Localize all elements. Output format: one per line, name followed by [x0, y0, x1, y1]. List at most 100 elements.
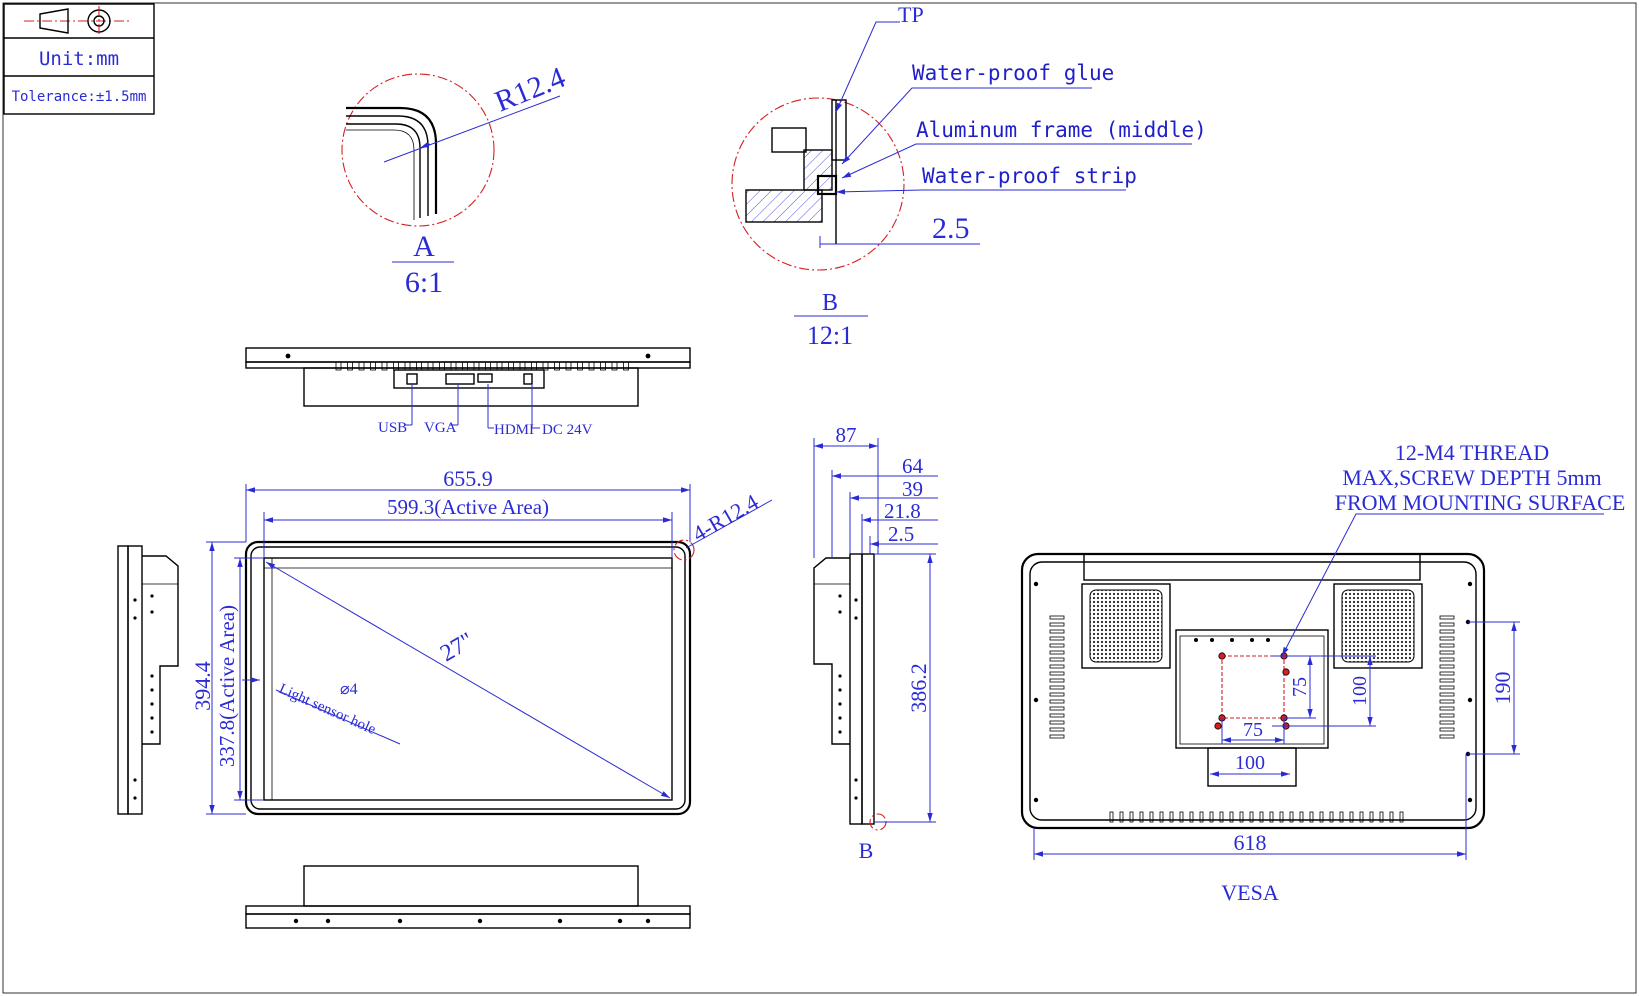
vent-slot: [1269, 811, 1274, 823]
front-corner-radius: 4-R12.4: [688, 489, 762, 546]
detail-b-glue-label: Water-proof glue: [912, 61, 1114, 85]
vesa-75-h: 75: [1243, 719, 1263, 741]
vesa-75-v: 75: [1289, 677, 1311, 697]
port-dot: [1230, 638, 1234, 642]
vent-slot: [1049, 671, 1065, 676]
vent-slot: [1439, 706, 1455, 711]
screw-dot: [645, 918, 651, 924]
screw-dot: [133, 598, 137, 602]
screw-dot: [854, 778, 858, 782]
screw-dot: [133, 616, 137, 620]
light-sensor-dia: ⌀4: [340, 681, 358, 698]
vent-slot: [1149, 811, 1154, 823]
mount-618: 618: [1234, 830, 1267, 855]
vent-slot: [1159, 811, 1164, 823]
vent-slot: [1439, 734, 1455, 739]
detail-a: R12.4 A 6:1: [341, 61, 570, 299]
vent-slot: [347, 361, 353, 371]
screw-dot: [150, 594, 154, 598]
vent-slot: [623, 361, 629, 371]
vent-slot: [358, 361, 365, 371]
detail-a-letter: A: [413, 230, 435, 263]
screw-dot: [838, 702, 842, 706]
front-height: 394.4: [190, 661, 215, 711]
vent-slot: [1439, 615, 1455, 620]
screw-dot: [838, 716, 842, 720]
front-diagonal: 27": [436, 628, 478, 667]
thread-note-2: MAX,SCREW DEPTH 5mm: [1342, 465, 1601, 490]
depth-87: 87: [836, 423, 857, 447]
vesa-hole: [1218, 652, 1226, 660]
port-dot: [1266, 638, 1270, 642]
tolerance-label: Tolerance:±1.5mm: [12, 89, 147, 105]
projection-symbol-icon: [24, 6, 130, 36]
vent-slot: [1399, 811, 1404, 823]
vent-slot: [1319, 811, 1324, 823]
bottom-view: [245, 865, 691, 929]
vent-slot: [1379, 811, 1384, 823]
vent-slot: [1229, 811, 1234, 823]
screw-dot: [397, 918, 403, 924]
vent-slot: [1049, 699, 1065, 704]
vent-slot: [1329, 811, 1334, 823]
vesa-caption: VESA: [1221, 880, 1279, 905]
front-view: 655.9 599.3(Active Area) 4-R12.4 27" 394…: [190, 466, 773, 816]
rear-view: 75 100 75 100 190 618 12-M4 THREAD MAX,S…: [1020, 440, 1626, 905]
vent-slot: [427, 361, 434, 371]
vent-slot: [1349, 811, 1354, 823]
screw-dot: [133, 778, 137, 782]
screw-dot: [617, 918, 623, 924]
vent-slot: [1049, 713, 1065, 718]
vent-slot: [1049, 615, 1065, 620]
port-usb-label: USB: [378, 420, 407, 436]
vent-slot: [1439, 685, 1455, 690]
vesa-hole: [1282, 668, 1290, 676]
vent-slot: [600, 361, 606, 371]
screw-dot: [150, 702, 154, 706]
detail-a-scale: 6:1: [405, 266, 443, 299]
vent-slot: [1049, 629, 1065, 634]
vent-slot: [1439, 643, 1455, 648]
vent-slot: [1279, 811, 1284, 823]
vent-slot: [473, 361, 480, 371]
vent-slot: [1209, 811, 1214, 823]
vent-slot: [1049, 720, 1065, 725]
vent-slot: [1129, 811, 1134, 823]
left-side-view: [117, 545, 179, 815]
vent-slot: [1439, 727, 1455, 732]
thread-note-1: 12-M4 THREAD: [1395, 440, 1549, 465]
vent-slot: [462, 361, 468, 371]
vent-slot: [1049, 727, 1065, 732]
depth-64: 64: [902, 454, 924, 478]
vent-slot: [416, 361, 422, 371]
vesa-hole: [1214, 722, 1222, 730]
vent-slot: [335, 361, 342, 371]
right-side-view: B 87 64 39 21.8 2.5 386.2: [813, 423, 938, 863]
vent-slot: [1049, 734, 1065, 739]
screw-dot: [150, 610, 154, 614]
port-dot: [1194, 638, 1198, 642]
vent-slot: [1389, 811, 1394, 823]
detail-b-letter: B: [822, 290, 838, 316]
depth-21-8: 21.8: [884, 499, 921, 523]
detail-b-scale: 12:1: [807, 321, 853, 350]
detail-b: 2.5 TP Water-proof glue Aluminum frame (…: [731, 2, 1207, 350]
vent-slot: [1359, 811, 1364, 823]
vesa-100-h: 100: [1235, 752, 1265, 774]
detail-a-radius: R12.4: [490, 61, 570, 119]
thread-note-3: FROM MOUNTING SURFACE: [1335, 490, 1626, 515]
vesa-100-v: 100: [1349, 676, 1371, 706]
depth-39: 39: [902, 477, 923, 501]
vent-slot: [1109, 811, 1114, 823]
unit-label: Unit:mm: [39, 48, 119, 70]
vent-slot: [1309, 811, 1314, 823]
vent-slot: [565, 361, 572, 371]
port-vga-label: VGA: [424, 420, 457, 436]
vent-slot: [1259, 811, 1264, 823]
mount-hole: [1033, 581, 1039, 587]
vent-slot: [485, 361, 491, 371]
vent-slot: [1439, 720, 1455, 725]
vent-slot: [1439, 664, 1455, 669]
